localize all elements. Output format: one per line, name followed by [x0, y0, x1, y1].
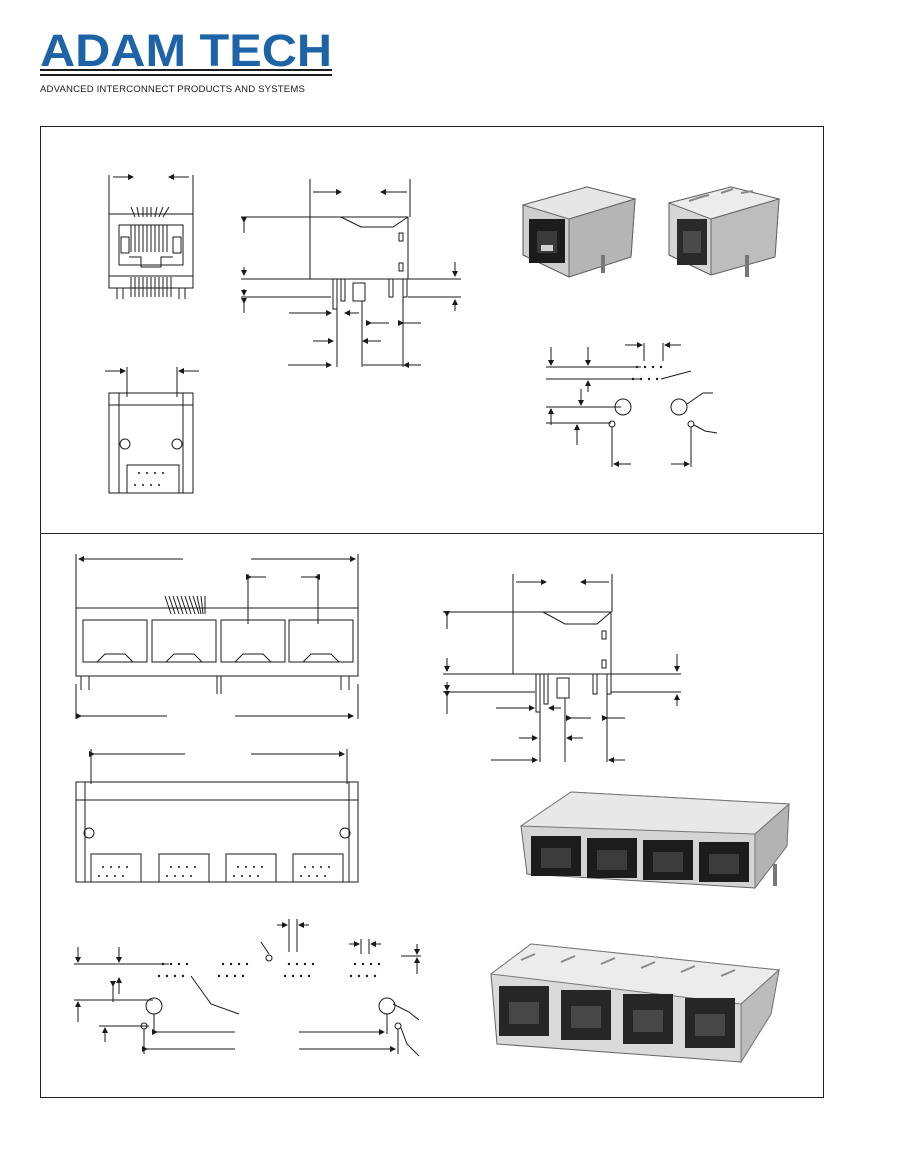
- pcb-layout-single: [546, 342, 718, 467]
- quad-port-panel: [40, 533, 824, 1098]
- logo-rule-2: [40, 74, 332, 76]
- side-view-single: [241, 179, 461, 368]
- product-photo-single-2: [667, 186, 781, 277]
- product-photo-single-1: [521, 186, 637, 278]
- logo-rule-1: [40, 69, 332, 71]
- single-port-drawings: [105, 174, 781, 494]
- pcb-layout-quad: [74, 919, 421, 1057]
- product-photo-quad-1: [519, 791, 791, 890]
- bottom-view-single: [105, 367, 199, 494]
- logo-wordmark: ADAM TECH: [40, 28, 332, 76]
- side-view-quad: [443, 574, 681, 763]
- quad-port-drawings: [74, 554, 791, 1064]
- pcb-pin-holes-quad: [98, 866, 381, 978]
- single-port-panel: [40, 126, 824, 534]
- pcb-pin-holes-single: [134, 365, 663, 486]
- front-view-single: [108, 174, 194, 299]
- bottom-view-quad: [75, 749, 359, 883]
- company-logo: ADAM TECH: [40, 28, 340, 98]
- company-tagline: ADVANCED INTERCONNECT PRODUCTS AND SYSTE…: [40, 84, 306, 95]
- front-view-quad: [75, 554, 359, 719]
- product-photo-quad-2: [489, 943, 781, 1064]
